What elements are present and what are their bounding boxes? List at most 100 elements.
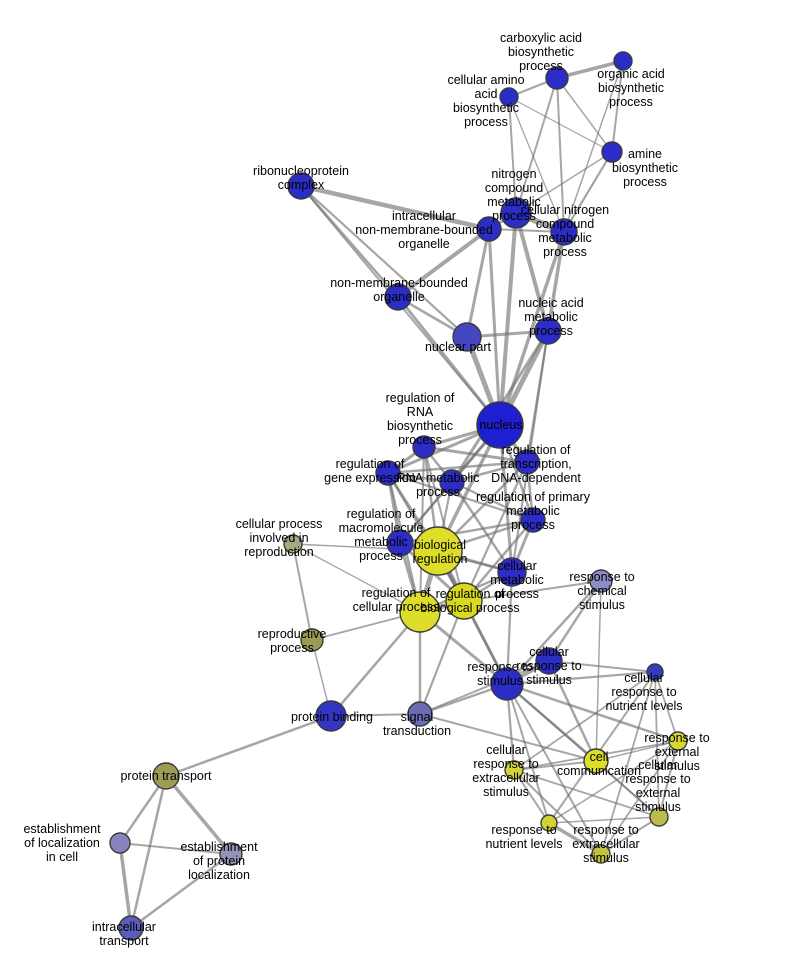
edge-cellular-response-to-nutrient-levels--response-to-extracellular-stimulus[interactable] (600, 671, 656, 855)
edge-carboxylic-acid-biosynthetic-process--amine-biosynthetic-process[interactable] (556, 77, 613, 153)
edge-nitrogen-compound-metabolic-process--nucleus[interactable] (498, 211, 518, 427)
edge-regulation-of-cellular-process--protein-binding[interactable] (329, 610, 422, 718)
edge-protein-binding--protein-transport[interactable] (164, 714, 333, 778)
edge-cellular-response-to-external-stimulus--response-to-extracellular-stimulus[interactable] (600, 816, 660, 855)
node-regulation-of-macromolecule-metabolic-process[interactable] (386, 529, 414, 557)
node-regulation-of-transcription-dna-dependent[interactable] (514, 449, 540, 475)
edge-response-to-stimulus--response-to-nutrient-levels[interactable] (506, 683, 550, 824)
node-regulation-of-gene-expression[interactable] (375, 460, 401, 486)
node-biological-regulation[interactable] (413, 526, 463, 576)
node-nucleic-acid-metabolic-process[interactable] (534, 317, 562, 345)
edge-response-to-stimulus--cellular-response-to-nutrient-levels[interactable] (505, 670, 657, 686)
edge-response-to-stimulus--response-to-extracellular-stimulus[interactable] (506, 683, 602, 855)
edge-intracellular-non-membrane-bounded-organelle--non-membrane-bounded-organelle[interactable] (396, 227, 491, 299)
edge-amine-biosynthetic-process--cellular-nitrogen-compound-metabolic-process[interactable] (562, 150, 614, 234)
edge-cellular-amino-acid-biosynthetic-process--cellular-nitrogen-compound-metabolic-process[interactable] (508, 96, 565, 233)
edge-cellular-response-to-extracellular-stimulus--response-to-nutrient-levels[interactable] (513, 769, 550, 824)
node-cellular-response-to-extracellular-stimulus[interactable] (504, 760, 524, 780)
edge-response-to-external-stimulus--response-to-extracellular-stimulus[interactable] (600, 740, 679, 855)
edge-response-to-nutrient-levels--response-to-extracellular-stimulus[interactable] (547, 821, 603, 856)
node-regulation-of-cellular-process[interactable] (399, 591, 441, 633)
node-organic-acid-biosynthetic-process[interactable] (613, 51, 633, 71)
node-nitrogen-compound-metabolic-process[interactable] (500, 197, 532, 229)
edge-establishment-of-localization-in-cell--intracellular-transport[interactable] (118, 841, 133, 930)
node-response-to-external-stimulus[interactable] (668, 731, 688, 751)
node-reproductive-process[interactable] (300, 628, 324, 652)
edge-cellular-response-to-extracellular-stimulus--cellular-response-to-external-stimulus[interactable] (513, 769, 660, 818)
edge-cellular-response-to-nutrient-levels--response-to-nutrient-levels[interactable] (548, 671, 656, 824)
edge-cellular-response-to-stimulus--cell-communication[interactable] (547, 659, 598, 763)
edge-response-to-external-stimulus--response-to-nutrient-levels[interactable] (548, 740, 679, 824)
node-non-membrane-bounded-organelle[interactable] (384, 283, 412, 311)
node-carboxylic-acid-biosynthetic-process[interactable] (545, 66, 569, 90)
edge-carboxylic-acid-biosynthetic-process--nitrogen-compound-metabolic-process[interactable] (515, 77, 558, 214)
node-cellular-metabolic-process[interactable] (497, 557, 527, 587)
node-nucleus[interactable] (476, 401, 524, 449)
node-cellular-process-involved-in-reproduction[interactable] (283, 534, 303, 554)
edge-cellular-metabolic-process--response-to-stimulus[interactable] (505, 570, 514, 686)
edge-regulation-of-rna-biosynthetic-process--regulation-of-transcription-dna-dependent[interactable] (422, 445, 529, 464)
edge-regulation-of-transcription-dna-dependent--regulation-of-gene-expression[interactable] (386, 460, 529, 475)
edge-protein-transport--establishment-of-protein-localization[interactable] (164, 774, 233, 856)
edge-organic-acid-biosynthetic-process--cellular-nitrogen-compound-metabolic-process[interactable] (563, 60, 624, 233)
node-ribonucleoprotein-complex[interactable] (287, 172, 315, 200)
node-cellular-response-to-stimulus[interactable] (535, 647, 563, 675)
edge-response-to-chemical-stimulus--response-to-stimulus[interactable] (505, 579, 603, 686)
node-nuclear-part[interactable] (452, 322, 482, 352)
edge-intracellular-non-membrane-bounded-organelle--nuclear-part[interactable] (465, 227, 491, 339)
edge-regulation-of-biological-process--response-to-chemical-stimulus[interactable] (463, 580, 602, 602)
edge-response-to-external-stimulus--cellular-response-to-external-stimulus[interactable] (657, 739, 680, 819)
edge-cell-communication--cellular-response-to-extracellular-stimulus[interactable] (513, 760, 597, 771)
node-protein-transport[interactable] (152, 762, 180, 790)
edge-amine-biosynthetic-process--nitrogen-compound-metabolic-process[interactable] (515, 151, 613, 214)
node-regulation-of-primary-metabolic-process[interactable] (520, 507, 546, 533)
edge-cellular-process-involved-in-reproduction--reproductive-process[interactable] (292, 543, 313, 641)
edge-cellular-response-to-extracellular-stimulus--response-to-extracellular-stimulus[interactable] (513, 769, 602, 855)
node-protein-binding[interactable] (315, 700, 347, 732)
edge-establishment-of-localization-in-cell--establishment-of-protein-localization[interactable] (119, 842, 232, 855)
node-amine-biosynthetic-process[interactable] (601, 141, 623, 163)
node-regulation-of-rna-biosynthetic-process[interactable] (412, 435, 436, 459)
node-response-to-chemical-stimulus[interactable] (589, 569, 613, 593)
edge-nitrogen-compound-metabolic-process--nucleic-acid-metabolic-process[interactable] (514, 211, 550, 333)
edge-cell-communication--signal-transduction[interactable] (419, 713, 597, 762)
edge-intracellular-non-membrane-bounded-organelle--nucleus[interactable] (487, 227, 502, 427)
node-cellular-nitrogen-compound-metabolic-process[interactable] (550, 218, 578, 246)
node-intracellular-transport[interactable] (118, 915, 144, 941)
edge-response-to-chemical-stimulus--cellular-response-to-stimulus[interactable] (547, 579, 603, 663)
node-rna-metabolic-process[interactable] (439, 469, 465, 495)
edge-response-to-external-stimulus--cell-communication[interactable] (595, 740, 679, 762)
edge-cellular-response-to-nutrient-levels--response-to-external-stimulus[interactable] (654, 671, 679, 742)
node-regulation-of-biological-process[interactable] (445, 582, 483, 620)
edge-cellular-nitrogen-compound-metabolic-process--nucleus[interactable] (498, 230, 566, 427)
node-establishment-of-localization-in-cell[interactable] (109, 832, 131, 854)
edge-rna-metabolic-process--regulation-of-primary-metabolic-process[interactable] (450, 480, 535, 522)
edge-regulation-of-transcription-dna-dependent--rna-metabolic-process[interactable] (450, 460, 529, 484)
node-response-to-nutrient-levels[interactable] (540, 814, 558, 832)
edge-cell-communication--cellular-response-to-external-stimulus[interactable] (595, 760, 660, 818)
edge-cellular-response-to-external-stimulus--response-to-nutrient-levels[interactable] (548, 816, 660, 824)
node-establishment-of-protein-localization[interactable] (219, 842, 243, 866)
node-signal-transduction[interactable] (407, 701, 433, 727)
edge-response-to-stimulus--response-to-external-stimulus[interactable] (505, 682, 680, 743)
edge-protein-transport--intracellular-transport[interactable] (129, 774, 168, 930)
edge-non-membrane-bounded-organelle--nucleus[interactable] (396, 295, 502, 427)
edge-cellular-response-to-stimulus--cellular-response-to-nutrient-levels[interactable] (548, 660, 656, 673)
edge-cellular-response-to-nutrient-levels--cellular-response-to-extracellular-stimulus[interactable] (513, 671, 656, 771)
node-cellular-response-to-external-stimulus[interactable] (649, 807, 669, 827)
edge-cellular-nitrogen-compound-metabolic-process--nucleic-acid-metabolic-process[interactable] (546, 230, 566, 333)
edge-ribonucleoprotein-complex--nuclear-part[interactable] (299, 184, 469, 339)
node-cellular-amino-acid-biosynthetic-process[interactable] (499, 87, 519, 107)
edge-cellular-response-to-stimulus--signal-transduction[interactable] (419, 660, 550, 715)
edge-regulation-of-biological-process--signal-transduction[interactable] (418, 599, 466, 716)
node-cellular-response-to-nutrient-levels[interactable] (646, 663, 664, 681)
edge-organic-acid-biosynthetic-process--amine-biosynthetic-process[interactable] (611, 60, 624, 153)
node-intracellular-non-membrane-bounded-organelle[interactable] (476, 216, 502, 242)
node-response-to-extracellular-stimulus[interactable] (591, 844, 611, 864)
edge-cellular-amino-acid-biosynthetic-process--nitrogen-compound-metabolic-process[interactable] (508, 96, 517, 214)
node-cell-communication[interactable] (583, 748, 609, 774)
edge-ribonucleoprotein-complex--intracellular-non-membrane-bounded-organelle[interactable] (298, 183, 492, 232)
edge-response-to-chemical-stimulus--cell-communication[interactable] (595, 580, 602, 762)
edge-carboxylic-acid-biosynthetic-process--cellular-nitrogen-compound-metabolic-process[interactable] (556, 77, 565, 233)
